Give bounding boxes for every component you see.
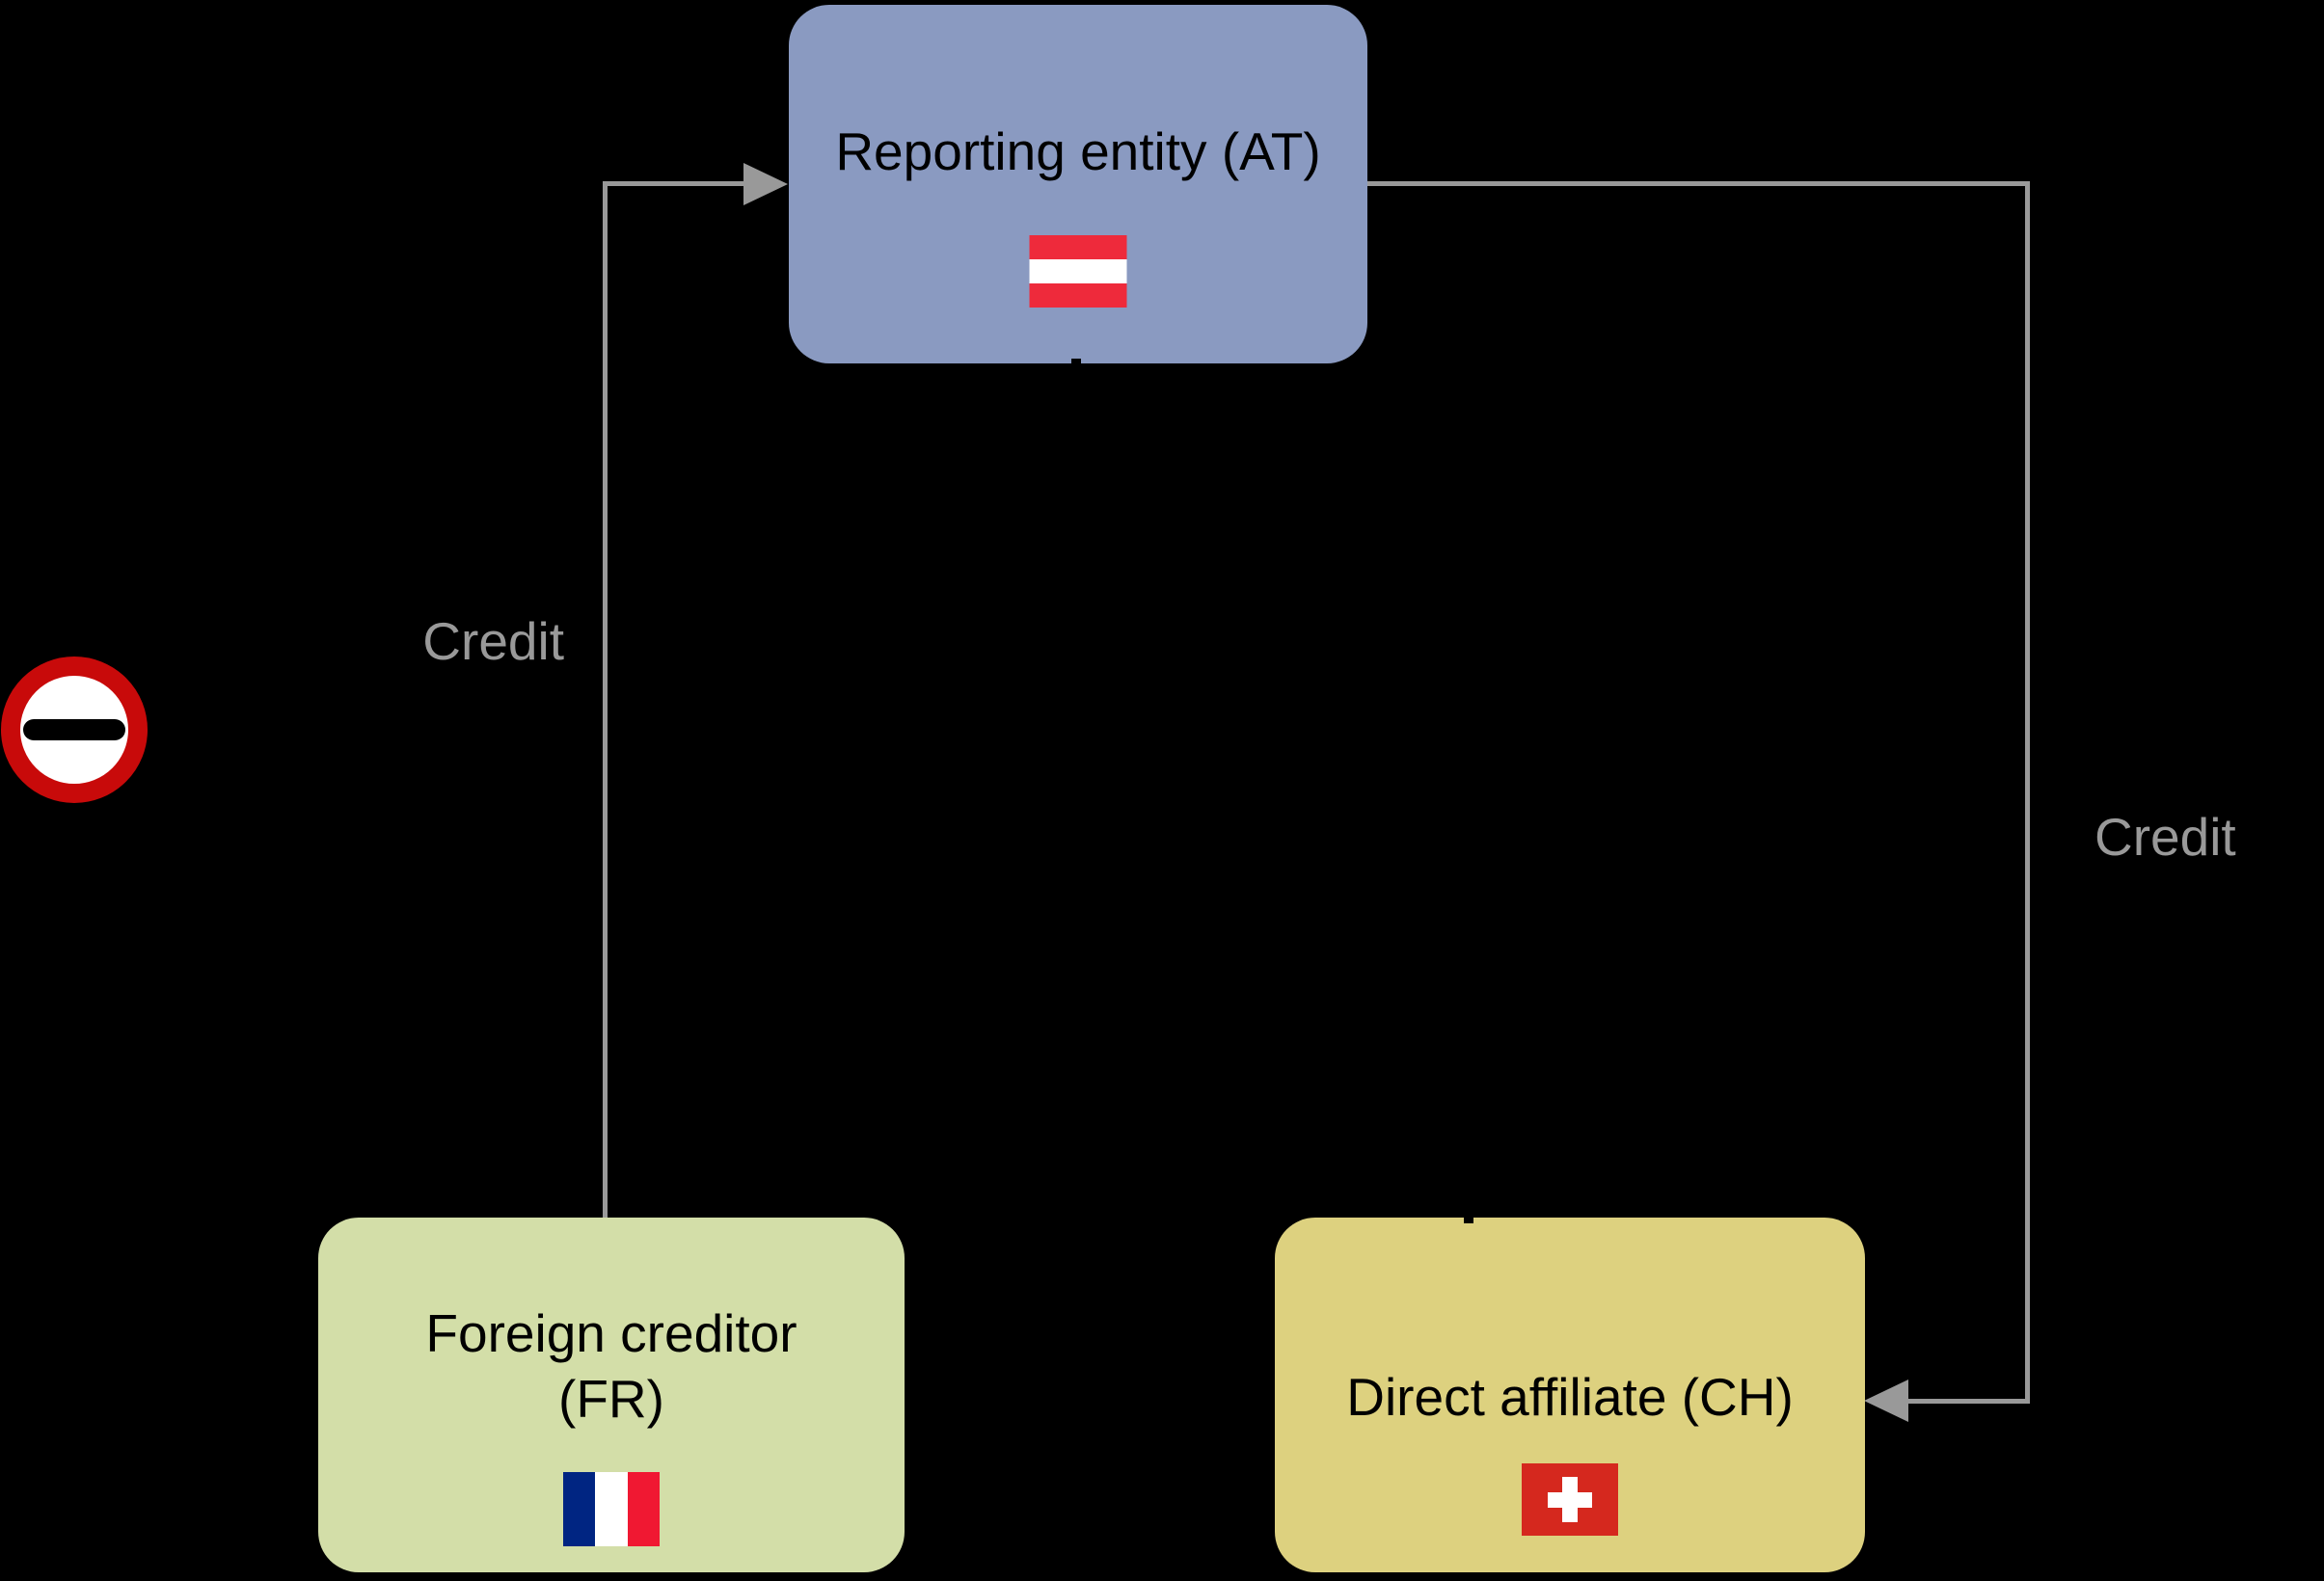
edge-foreign-to-reporting-vertical-line	[603, 183, 608, 1218]
no-entry-bar	[23, 719, 125, 740]
edge-foreign-to-reporting-horizontal-line	[603, 181, 745, 186]
edge-reporting-to-affiliate-top-line	[1367, 181, 2030, 186]
edge-label-credit-left: Credit	[422, 611, 564, 671]
austria-flag-stripe-red-top	[1029, 235, 1127, 259]
austria-flag-icon	[1029, 235, 1127, 308]
france-flag-stripe-red	[627, 1472, 660, 1546]
node-direct-affiliate-label: Direct affiliate (CH)	[1346, 1367, 1794, 1427]
node-reporting-entity: Reporting entity (AT)	[789, 5, 1367, 363]
node-foreign-creditor-label-line2: (FR)	[558, 1369, 664, 1429]
node-reporting-entity-label: Reporting entity (AT)	[835, 121, 1321, 181]
connector-stub-reporting-bottom	[1071, 359, 1081, 364]
france-flag-icon	[563, 1472, 660, 1546]
switzerland-flag-cross-arm	[1548, 1491, 1592, 1508]
france-flag-stripe-blue	[563, 1472, 596, 1546]
node-direct-affiliate: Direct affiliate (CH)	[1275, 1218, 1865, 1572]
edge-reporting-to-affiliate-vertical-line	[2025, 181, 2030, 1402]
no-entry-icon	[1, 657, 148, 803]
france-flag-stripe-white	[595, 1472, 628, 1546]
node-foreign-creditor: Foreign creditor(FR)	[318, 1218, 905, 1572]
austria-flag-stripe-red-bottom	[1029, 283, 1127, 308]
arrowhead-right-icon	[743, 163, 788, 205]
edge-reporting-to-affiliate-bottom-line	[1905, 1399, 2030, 1404]
edge-label-credit-right: Credit	[2094, 807, 2236, 867]
switzerland-flag-icon	[1522, 1463, 1618, 1536]
node-foreign-creditor-label-line1: Foreign creditor	[425, 1303, 797, 1363]
node-foreign-creditor-label: Foreign creditor(FR)	[318, 1300, 905, 1432]
connector-stub-affiliate-top	[1464, 1218, 1473, 1223]
austria-flag-stripe-white	[1029, 259, 1127, 283]
arrowhead-left-icon	[1864, 1380, 1908, 1422]
